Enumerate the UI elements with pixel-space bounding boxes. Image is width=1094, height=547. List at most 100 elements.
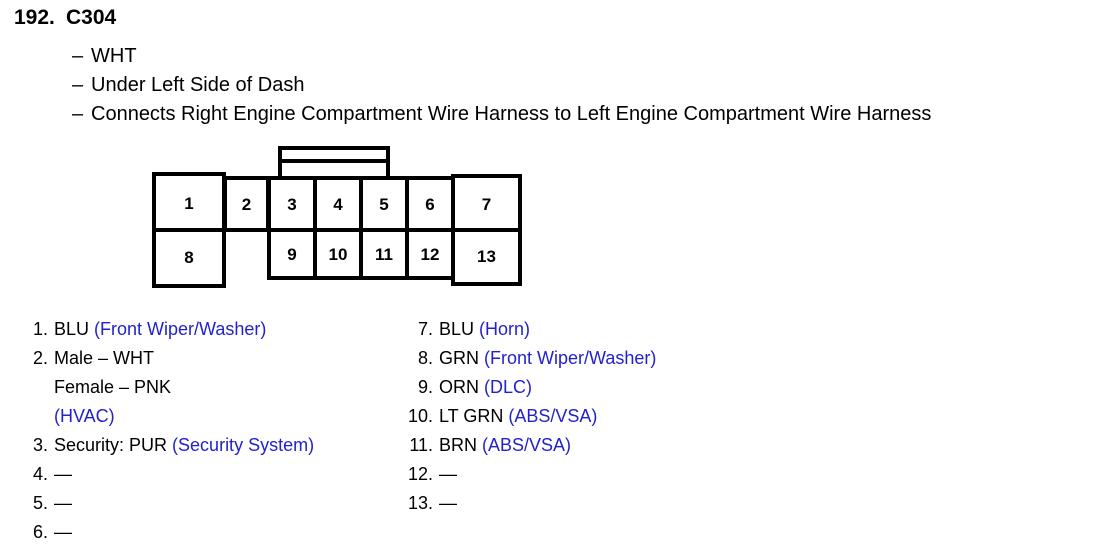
connector-pinout-diagram: 1 8 2 3 4 5 6 9 10 11 12 [150, 146, 530, 296]
wire-color: Security: PUR [54, 435, 168, 455]
legend-pin-detail: BLU (Horn) [439, 315, 803, 344]
legend-pin-number: 2. [32, 348, 48, 368]
legend-item: 4. — [18, 460, 398, 489]
legend-pin-detail: Male – WHT [54, 344, 398, 373]
legend-pin-number: 8. [417, 348, 433, 368]
legend-pin-detail: BRN (ABS/VSA) [439, 431, 803, 460]
legend-pin-number: 10. [407, 406, 433, 426]
wire-color: GRN [439, 348, 479, 368]
connector-attribute-text: Under Left Side of Dash [91, 74, 305, 96]
connector-id: C304 [66, 6, 117, 29]
legend-pin-detail: GRN (Front Wiper/Washer) [439, 344, 803, 373]
circuit-name: (DLC) [484, 377, 533, 397]
pin-label: 6 [425, 194, 435, 214]
wire-color: ORN [439, 377, 479, 397]
legend-pin-detail: — [439, 464, 457, 484]
legend-pin-detail: Security: PUR (Security System) [54, 431, 398, 460]
legend-pin-number: 5. [32, 493, 48, 513]
legend-pin-number: 3. [32, 435, 48, 455]
legend-pin-number: 7. [417, 319, 433, 339]
legend-item: 9. ORN (DLC) [403, 373, 803, 402]
pin-cell-2: 2 [223, 176, 270, 232]
pin-label: 2 [241, 194, 252, 214]
pin-cell-12: 12 [405, 228, 455, 280]
pin-label: 8 [184, 247, 194, 267]
legend-pin-number: 4. [32, 464, 48, 484]
pin-grid-middle: 3 4 5 6 9 10 11 12 [267, 176, 455, 280]
pin-cell-1: 1 [156, 176, 222, 230]
circuit-name: (Front Wiper/Washer) [94, 319, 267, 339]
pin-label: 7 [481, 194, 492, 214]
pin-legend-right-column: 7. BLU (Horn) 8. GRN (Front Wiper/Washer… [403, 315, 803, 518]
pin-cell-5: 5 [359, 176, 409, 232]
legend-item: 1. BLU (Front Wiper/Washer) [18, 315, 398, 344]
legend-pin-detail: LT GRN (ABS/VSA) [439, 402, 803, 431]
pin-label: 12 [420, 244, 440, 264]
circuit-name: (ABS/VSA) [482, 435, 572, 455]
legend-item: 13. — [403, 489, 803, 518]
pin-cell-7: 7 [455, 178, 518, 230]
connector-attribute-text: Connects Right Engine Compartment Wire H… [91, 103, 932, 125]
legend-pin-number: 11. [409, 435, 433, 455]
circuit-name: (ABS/VSA) [508, 406, 598, 426]
pin-label: 9 [287, 244, 297, 264]
pin-label: 5 [379, 194, 389, 214]
circuit-name: (Security System) [172, 435, 315, 455]
legend-pin-detail: — [54, 522, 72, 542]
legend-pin-detail: — [439, 493, 457, 513]
pin-cell-6: 6 [405, 176, 455, 232]
wire-color: BRN [439, 435, 478, 455]
circuit-name: (Horn) [479, 319, 531, 339]
legend-item: 10. LT GRN (ABS/VSA) [403, 402, 803, 431]
legend-pin-detail: — [54, 464, 72, 484]
pin-block-left: 1 8 [152, 172, 226, 288]
legend-pin-number: 9. [417, 377, 433, 397]
page-title: 192. C304 [14, 6, 116, 30]
connector-attribute-text: WHT [91, 45, 137, 67]
legend-pin-detail: BLU (Front Wiper/Washer) [54, 315, 398, 344]
pin-cell-10: 10 [313, 228, 363, 280]
legend-item: 2. Male – WHT [18, 344, 398, 373]
legend-item: 8. GRN (Front Wiper/Washer) [403, 344, 803, 373]
legend-pin-number: 12. [407, 464, 433, 484]
dash-marker-icon: – [72, 74, 84, 96]
pin-label: 1 [184, 193, 194, 213]
pin-cell-8: 8 [156, 230, 222, 284]
pin-block-right-divider [455, 228, 518, 232]
connector-attribute-location: –Under Left Side of Dash [72, 71, 1082, 100]
legend-pin-number: 6. [32, 522, 48, 542]
connector-latch-tab-icon [278, 146, 390, 176]
dash-marker-icon: – [72, 45, 84, 67]
pin-legend-left-column: 1. BLU (Front Wiper/Washer) 2. Male – WH… [18, 315, 398, 547]
legend-pin-number: 1. [32, 319, 48, 339]
legend-pin-detail: — [54, 493, 72, 513]
wire-color: BLU [54, 319, 90, 339]
pin-cell-9: 9 [267, 228, 317, 280]
pin-label: 3 [287, 194, 297, 214]
pin-cell-4: 4 [313, 176, 363, 232]
wire-color: Male – WHT [54, 348, 155, 368]
pin-block-right: 7 13 [451, 174, 522, 286]
legend-item: 6. — [18, 518, 398, 547]
connector-attribute-list: –WHT –Under Left Side of Dash –Connects … [72, 42, 1082, 129]
wire-color: BLU [439, 319, 475, 339]
dash-marker-icon: – [72, 103, 84, 125]
legend-pin-number: 13. [407, 493, 433, 513]
legend-item: 11. BRN (ABS/VSA) [403, 431, 803, 460]
pin-cell-11: 11 [359, 228, 409, 280]
latch-tab-divider [282, 159, 386, 163]
legend-item: 5. — [18, 489, 398, 518]
pin-label: 4 [333, 194, 343, 214]
wire-color: LT GRN [439, 406, 504, 426]
legend-item: 7. BLU (Horn) [403, 315, 803, 344]
circuit-name: (HVAC) [54, 406, 115, 426]
legend-item: 3. Security: PUR (Security System) [18, 431, 398, 460]
connector-attribute-connection: –Connects Right Engine Compartment Wire … [72, 100, 1082, 129]
connector-attribute-color: –WHT [72, 42, 1082, 71]
connector-index-number: 192. [14, 6, 55, 29]
pin-cell-3: 3 [267, 176, 317, 232]
legend-pin-detail-continuation: Female – PNK [54, 377, 172, 397]
circuit-name: (Front Wiper/Washer) [484, 348, 657, 368]
pin-block-left-divider [156, 228, 222, 232]
pin-label: 11 [375, 244, 393, 264]
